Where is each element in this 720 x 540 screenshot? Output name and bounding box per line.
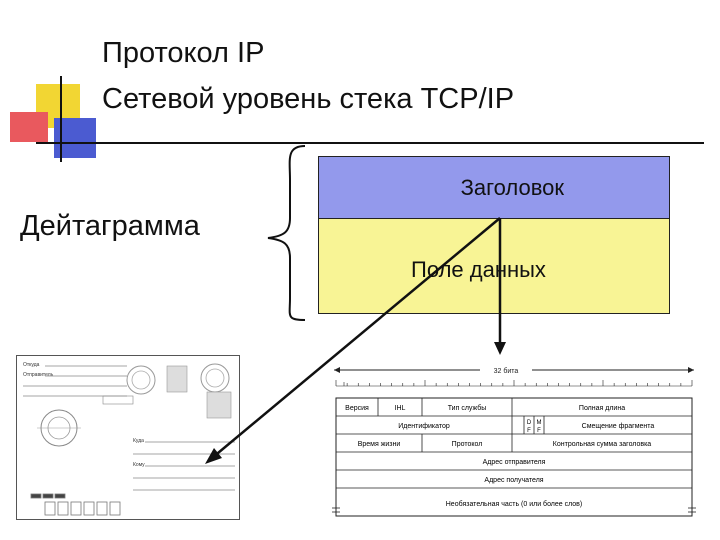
slide-title-line2: Сетевой уровень стека TCP/IP bbox=[102, 83, 515, 115]
field-ttl: Время жизни bbox=[358, 441, 401, 448]
header-box-label: Заголовок bbox=[460, 175, 564, 200]
field-ihl: IHL bbox=[395, 405, 406, 412]
envelope-image: Откуда Отправитель Куда Кому bbox=[16, 355, 240, 520]
bits-width-label: 32 бита bbox=[494, 367, 519, 375]
envelope-addressee-label: Кому bbox=[133, 462, 145, 468]
envelope-from-label: Откуда bbox=[23, 362, 40, 368]
field-total-length: Полная длина bbox=[579, 405, 625, 412]
datagram-label: Дейтаграмма bbox=[20, 210, 200, 242]
postmark-2 bbox=[200, 363, 232, 419]
envelope-drawing: Откуда Отправитель Куда Кому bbox=[23, 362, 235, 516]
curly-brace bbox=[267, 145, 306, 321]
decor-red-square bbox=[10, 112, 48, 142]
field-source-address: Адрес отправителя bbox=[483, 459, 546, 466]
field-fragment-offset: Смещение фрагмента bbox=[582, 423, 655, 430]
postmark-3 bbox=[37, 409, 81, 447]
data-box: Поле данных bbox=[318, 218, 670, 314]
field-header-checksum: Контрольная сумма заголовка bbox=[553, 441, 652, 448]
field-protocol: Протокол bbox=[452, 441, 483, 448]
envelope-to-label: Куда bbox=[133, 438, 144, 444]
field-options: Необязательная часть (0 или более слов) bbox=[446, 500, 582, 508]
field-service-type: Тип службы bbox=[448, 404, 487, 412]
ip-header-drawing: 32 бита Версия IHL Тип службы bbox=[332, 364, 696, 517]
title-divider bbox=[36, 142, 704, 144]
slide-title-line1: Протокол IP bbox=[102, 37, 265, 69]
ip-header-table: 32 бита Версия IHL Тип службы bbox=[330, 358, 702, 528]
flag-f1: F bbox=[527, 428, 531, 434]
arrow-to-ip-header bbox=[494, 218, 506, 355]
postmark-1 bbox=[126, 365, 188, 395]
flag-d: D bbox=[527, 420, 532, 426]
field-destination-address: Адрес получателя bbox=[484, 477, 543, 484]
flag-m: M bbox=[537, 420, 542, 426]
arrow-to-envelope bbox=[205, 217, 501, 464]
envelope-sender-label: Отправитель bbox=[23, 372, 54, 378]
field-version: Версия bbox=[345, 405, 369, 412]
postcode-boxes bbox=[30, 493, 121, 516]
data-box-label: Поле данных bbox=[411, 257, 546, 282]
header-box: Заголовок bbox=[318, 156, 670, 218]
flag-f2: F bbox=[537, 428, 541, 434]
decor-vertical-line bbox=[60, 76, 62, 162]
field-identifier: Идентификатор bbox=[398, 423, 450, 430]
